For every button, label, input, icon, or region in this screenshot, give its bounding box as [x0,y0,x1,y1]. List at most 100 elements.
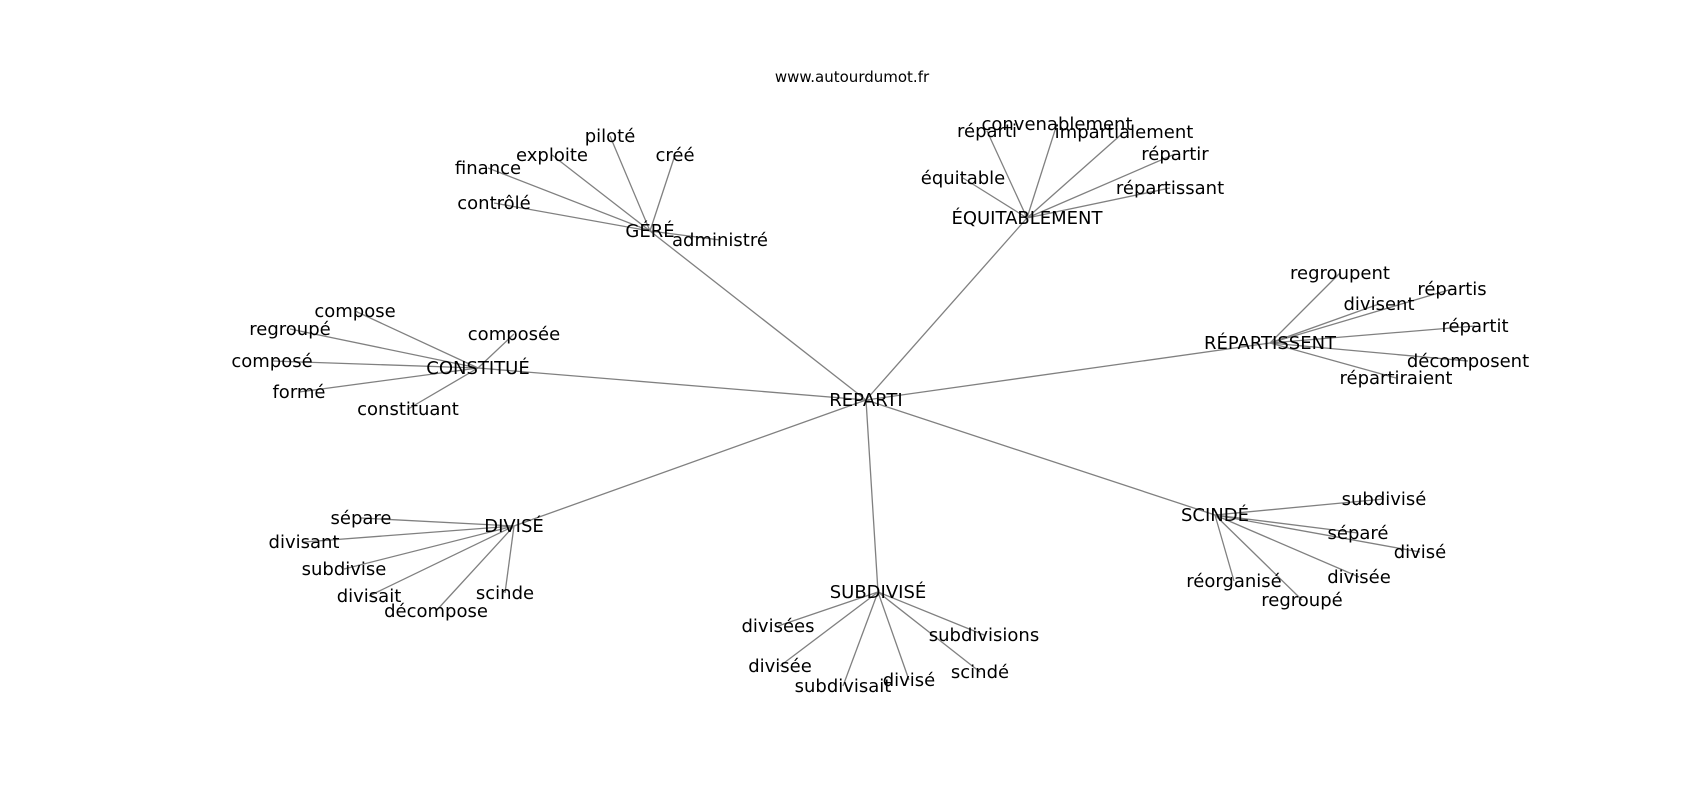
edge-hub-leaf [1269,303,1380,344]
edge-hub-leaf [1214,498,1385,516]
leaf-node: réorganisé [1186,571,1282,592]
leaf-node: scinde [476,583,534,604]
edge-hub-leaf [649,230,721,241]
hub-node: ÉQUITABLEMENT [951,207,1103,229]
edge-hub-leaf [271,360,479,369]
edge-hub-leaf [303,525,515,543]
leaf-node: divisait [337,586,402,607]
leaf-node: répartit [1441,316,1508,337]
edge-hub-leaf [551,154,651,232]
edge-hub-leaf [986,130,1028,219]
edge-center-hub [649,230,867,401]
leaf-node: exploite [516,145,588,166]
leaf-node: divisant [269,532,340,553]
leaf-node: constituant [357,399,459,420]
edge-hub-leaf [1214,514,1303,601]
leaf-node: subdivisé [1342,489,1427,510]
leaf-node: regroupent [1290,263,1390,284]
edge-hub-leaf [1214,514,1421,553]
edge-hub-leaf [1026,187,1171,219]
leaf-node: finance [455,158,521,179]
edge-hub-leaf [1214,514,1360,578]
leaf-node: scindé [951,662,1009,683]
edge-center-hub [513,399,867,527]
leaf-node: répartis [1417,279,1486,300]
hub-node: SUBDIVISÉ [830,581,927,603]
edge-hub-leaf [842,591,879,687]
leaf-node: composée [468,324,560,345]
edge-hub-leaf [289,328,479,369]
leaf-node: contrôlé [457,193,530,214]
leaf-node: compose [314,301,395,322]
leaf-node: impartialement [1055,122,1194,143]
leaf-node: séparé [1328,523,1389,544]
leaf-node: divisé [1394,542,1447,563]
leaf-node: subdivisions [929,625,1039,646]
edge-hub-leaf [360,517,515,527]
hub-node: SCINDÉ [1181,504,1249,526]
edge-hub-leaf [877,591,910,681]
edge-hub-leaf [1026,131,1125,219]
leaf-node: regroupé [1261,590,1342,611]
leaf-node: administré [672,230,768,251]
edge-hub-leaf [777,591,879,627]
leaf-node: répartissant [1116,178,1224,199]
edge-center-hub [865,342,1271,401]
edge-hub-leaf [493,202,651,232]
leaf-node: subdivise [302,559,387,580]
hub-node: RÉPARTISSENT [1204,332,1337,354]
edge-hub-leaf [477,333,515,369]
edge-hub-leaf [649,154,676,232]
leaf-node: piloté [585,126,636,147]
edge-hub-leaf [435,525,515,612]
edge-center-hub [865,399,1216,516]
edge-hub-leaf [779,591,879,667]
edge-hub-leaf [1214,514,1359,534]
leaf-node: divisée [748,656,812,677]
leaf-node: équitable [921,168,1006,189]
edge-hub-leaf [1269,342,1469,362]
edge-hub-leaf [407,367,479,410]
leaf-node: divisé [883,670,936,691]
site-label: www.autourdumot.fr [775,68,930,86]
edge-hub-leaf [343,525,515,570]
hub-node: DIVISÉ [484,515,544,537]
edge-hub-leaf [487,167,651,232]
edge-hub-leaf [877,591,981,673]
leaf-node: répartir [1141,144,1209,165]
leaf-node: décompose [384,601,488,622]
edge-hub-leaf [1269,325,1476,344]
edge-center-hub [477,367,867,401]
leaf-node: réparti [957,121,1017,142]
edge-hub-leaf [1269,342,1397,379]
edge-hub-leaf [504,525,515,594]
leaf-node: divisées [742,616,815,637]
leaf-node: subdivisait [795,676,892,697]
leaf-node: formé [272,382,325,403]
edge-hub-leaf [1269,288,1453,344]
center-node: REPARTI [829,390,902,411]
edge-hub-leaf [1214,514,1235,582]
edge-hub-leaf [877,591,985,636]
leaf-node: divisent [1344,294,1415,315]
edge-hub-leaf [1026,123,1058,219]
hub-node: GÉRÉ [625,220,674,242]
hub-node: CONSTITUÉ [426,357,529,379]
edge-hub-leaf [368,525,515,597]
graph-edges [271,123,1476,687]
edge-center-hub [865,399,879,593]
leaf-node: décomposent [1407,351,1529,372]
edge-center-hub [865,217,1028,401]
edge-hub-leaf [609,135,651,232]
leaf-node: regroupé [249,319,330,340]
edge-hub-leaf [298,367,479,393]
edge-hub-leaf [962,177,1028,219]
leaf-node: divisée [1327,567,1391,588]
leaf-node: répartiraient [1340,368,1453,389]
leaf-node: composé [231,351,312,372]
edge-hub-leaf [1269,272,1341,344]
leaf-node: créé [655,145,694,166]
leaf-node: convenablement [981,114,1132,135]
